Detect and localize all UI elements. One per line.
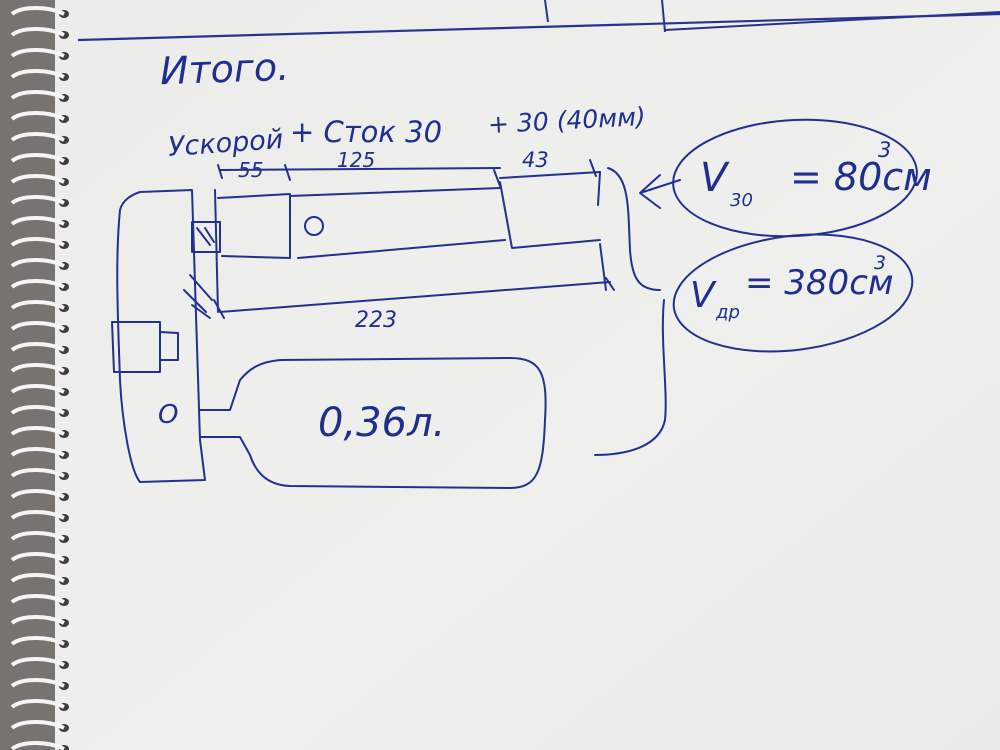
dimension-43: 43 (522, 148, 549, 172)
binding-ring (10, 174, 65, 184)
binding-ring (10, 426, 65, 436)
binding-ring (10, 552, 65, 562)
vdr-value: = 380см (745, 263, 894, 303)
binding-ring (10, 615, 65, 625)
binding-ring (10, 678, 65, 688)
dimension-223: 223 (355, 308, 397, 333)
binding-ring (10, 111, 65, 121)
v30-subscript: 30 (730, 190, 753, 211)
binding-ring (10, 363, 65, 373)
stock-label: + Сток 30 (290, 115, 443, 149)
binding-ring (10, 657, 65, 667)
binding-ring (10, 279, 65, 289)
spiral-binding (10, 6, 69, 750)
notebook-page (55, 0, 1000, 750)
binding-ring (10, 300, 65, 310)
vdr-exponent: 3 (874, 252, 887, 274)
binding-ring (10, 699, 65, 709)
binding-ring (10, 510, 65, 520)
bottle-volume: 0,36л. (318, 400, 446, 446)
binding-ring (10, 237, 65, 247)
binding-ring (10, 153, 65, 163)
v30-value: = 80см (790, 155, 932, 199)
binding-ring (10, 720, 65, 730)
binding-ring (10, 6, 65, 16)
bottle-mark: О (158, 400, 179, 430)
binding-ring (10, 48, 65, 58)
binding-ring (10, 258, 65, 268)
binding-ring (10, 531, 65, 541)
binding-ring (10, 342, 65, 352)
binding-ring (10, 594, 65, 604)
page-divider-line (77, 12, 1000, 42)
v30-symbol: V (700, 155, 728, 201)
desk-surface (0, 0, 60, 750)
dimension-125: 125 (337, 148, 376, 172)
vdr-subscript: др (716, 302, 740, 323)
previous-drawing-fragment (544, 0, 1000, 33)
binding-ring (10, 132, 65, 142)
binding-ring (10, 384, 65, 394)
binding-ring (10, 468, 65, 478)
binding-ring (10, 216, 65, 226)
summary-title: Итого. (159, 44, 290, 94)
uskor-label: Ускорой (167, 124, 285, 163)
binding-ring (10, 636, 65, 646)
binding-ring (10, 321, 65, 331)
binding-ring (10, 447, 65, 457)
binding-ring (10, 489, 65, 499)
binding-ring (10, 27, 65, 37)
binding-ring (10, 69, 65, 79)
apparatus-drawing (111, 118, 918, 489)
binding-ring (10, 90, 65, 100)
vdr-symbol: V (690, 275, 715, 316)
binding-ring (10, 405, 65, 415)
binding-ring (10, 573, 65, 583)
dimension-55: 55 (238, 158, 264, 182)
binding-ring (10, 741, 65, 750)
binding-ring (10, 195, 65, 205)
v30-exponent: 3 (878, 138, 892, 162)
